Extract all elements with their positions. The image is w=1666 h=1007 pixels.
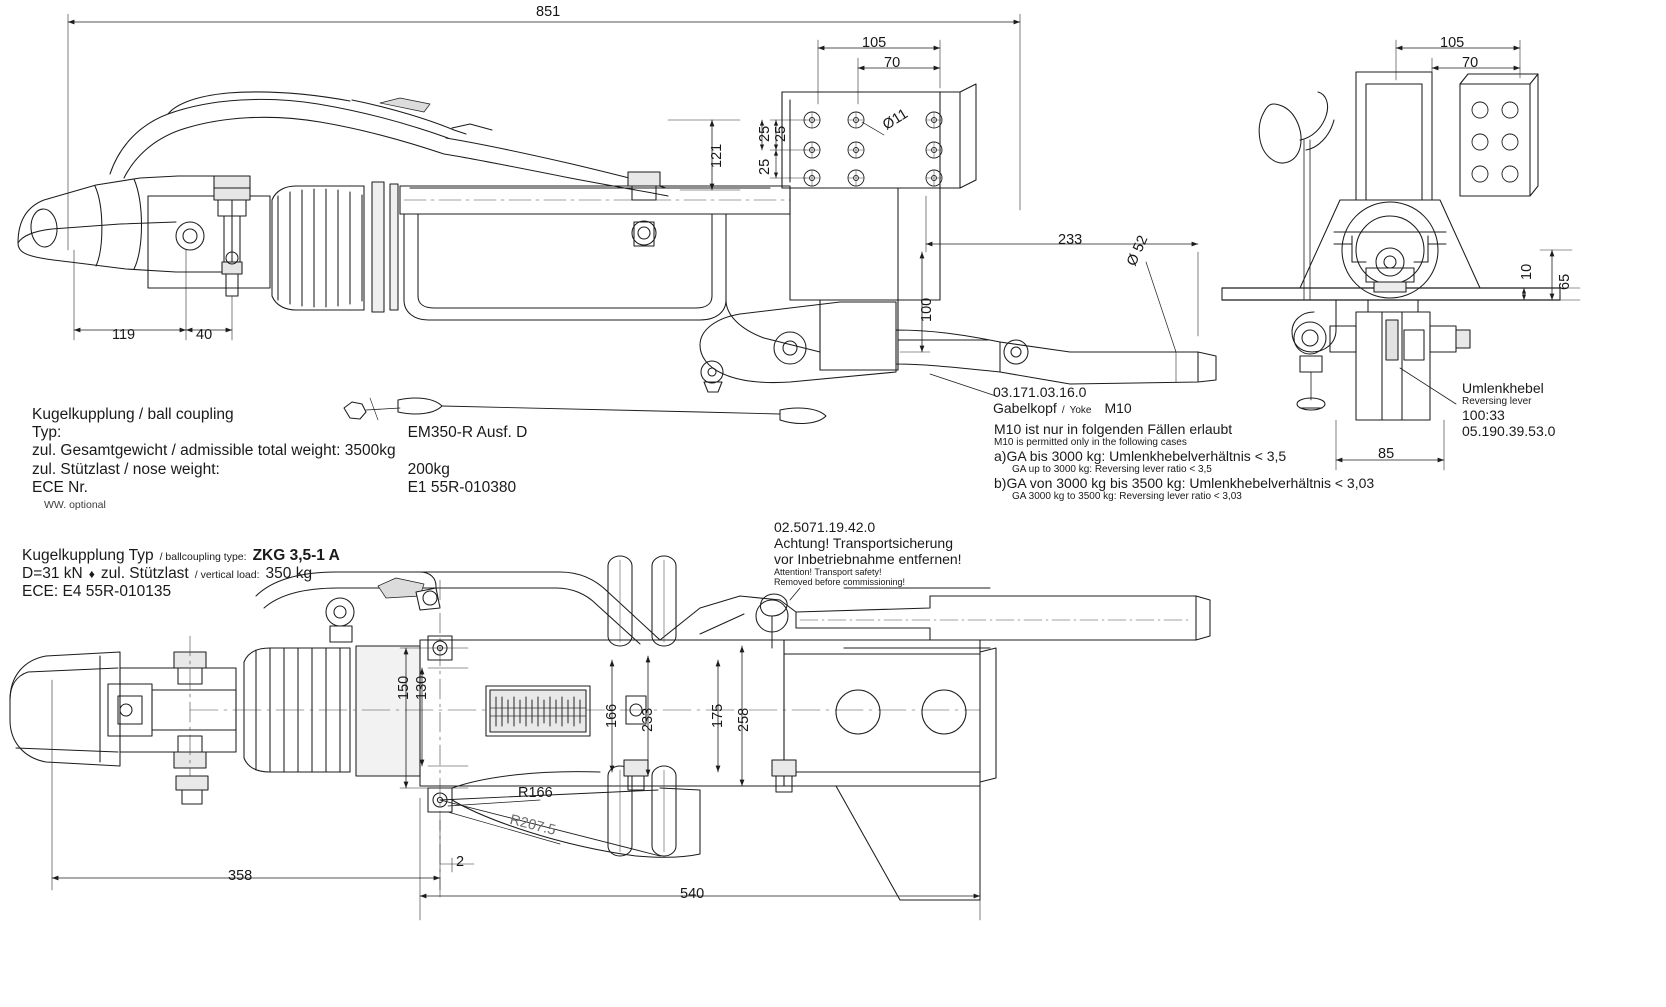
dim-105-top: 105	[862, 35, 887, 51]
spec-bottom-type-value: ZKG 3,5-1 A	[252, 547, 340, 564]
dim-105-front: 105	[1440, 35, 1465, 51]
dim-150: 150	[396, 675, 412, 700]
spec-bottom-diamond: ♦	[88, 567, 95, 581]
reversing-lever-part-number: 05.190.39.53.0	[1462, 423, 1556, 439]
dim-25-c: 25	[757, 158, 773, 175]
m10-case-b-de: b)GA von 3000 kg bis 3500 kg: Umlenkhebe…	[994, 475, 1375, 491]
m10-heading-en: M10 is permitted only in the following c…	[994, 437, 1187, 448]
spec-bottom-type-mid: / ballcoupling type:	[159, 551, 247, 563]
spec-block-bottom: Kugelkupplung Typ / ballcoupling type: Z…	[22, 547, 340, 601]
dim-119: 119	[112, 327, 136, 343]
spec-bottom-vertical-load-mid: / vertical load:	[194, 569, 260, 581]
m10-case-a-en: GA up to 3000 kg: Reversing lever ratio …	[1012, 464, 1212, 475]
dim-65: 65	[1557, 273, 1573, 290]
dim-130: 130	[414, 675, 430, 700]
spec-value-typ: EM350-R Ausf. D	[407, 424, 528, 441]
spec-row: zul. Gesamtgewicht / admissible total we…	[32, 442, 527, 460]
transport-line2-de: vor Inbetriebnahme entfernen!	[774, 551, 962, 567]
reversing-lever-name-en: Reversing lever	[1462, 396, 1532, 407]
dim-100: 100	[919, 297, 935, 322]
dim-10: 10	[1519, 263, 1535, 280]
transport-safety-note: 02.5071.19.42.0 Achtung! Transportsicher…	[774, 519, 962, 587]
dim-40: 40	[196, 327, 213, 343]
spec-value-nose-weight: 200kg	[407, 460, 450, 478]
transport-line2-en: Removed before commissioning!	[774, 577, 906, 587]
reversing-lever-name-de: Umlenkhebel	[1462, 380, 1544, 396]
yoke-name-en: Yoke	[1069, 405, 1092, 416]
dim-25-b: 25	[773, 125, 789, 142]
spec-bottom-vertical-load-value: 350 kg	[265, 565, 313, 582]
spec-label-nose-weight: zul. Stützlast / nose weight:	[32, 460, 220, 478]
yoke-note: 03.171.03.16.0 Gabelkopf / Yoke M10	[993, 384, 1132, 416]
m10-heading-de: M10 ist nur in folgenden Fällen erlaubt	[994, 421, 1233, 437]
spec-bottom-vertical-load-label: zul. Stützlast	[100, 565, 189, 582]
yoke-separator: /	[1061, 405, 1065, 416]
spec-label-total-weight: zul. Gesamtgewicht / admissible total we…	[32, 442, 396, 460]
spec-row: zul. Stützlast / nose weight: 200kg	[32, 461, 527, 479]
dim-85: 85	[1378, 446, 1395, 462]
spec-bottom-line1: Kugelkupplung Typ / ballcoupling type: Z…	[22, 547, 340, 565]
spec-block-top-table: Typ: EM350-R Ausf. D zul. Gesamtgewicht …	[32, 424, 527, 497]
spec-bottom-ece: ECE: E4 55R-010135	[22, 583, 172, 600]
dim-358: 358	[228, 868, 253, 884]
spec-bottom-type-prefix: Kugelkupplung Typ	[22, 547, 154, 564]
dim-r207-5: R207.5	[508, 812, 558, 839]
dim-121: 121	[709, 143, 725, 168]
dim-258: 258	[736, 707, 752, 732]
dim-233-top: 233	[1058, 232, 1083, 248]
dim-overall-851: 851	[536, 4, 561, 20]
spec-row: Typ: EM350-R Ausf. D	[32, 424, 527, 442]
dim-diameter-52: Ø 52	[1124, 233, 1152, 269]
transport-part-number: 02.5071.19.42.0	[774, 519, 876, 535]
spec-block-top-heading: Kugelkupplung / ball coupling	[32, 406, 234, 423]
dim-70-front: 70	[1462, 55, 1479, 71]
spec-block-top-footnote: WW. optional	[44, 499, 106, 512]
dim-540: 540	[680, 886, 705, 902]
yoke-part-number: 03.171.03.16.0	[993, 384, 1087, 400]
yoke-name-row: Gabelkopf / Yoke M10	[993, 400, 1132, 416]
dim-175: 175	[710, 703, 726, 728]
transport-line1-de: Achtung! Transportsicherung	[774, 535, 953, 551]
spec-block-top: Kugelkupplung / ball coupling Typ: EM350…	[32, 406, 527, 511]
dim-25-a: 25	[757, 125, 773, 142]
dim-2: 2	[456, 854, 465, 870]
spec-value-ece: E1 55R-010380	[407, 478, 517, 496]
m10-note: M10 ist nur in folgenden Fällen erlaubt …	[994, 421, 1374, 502]
yoke-name-de: Gabelkopf	[993, 400, 1057, 416]
transport-line1-en: Attention! Transport safety!	[774, 567, 882, 577]
m10-case-b-en: GA 3000 kg to 3500 kg: Reversing lever r…	[1012, 491, 1242, 502]
spec-label-ece: ECE Nr.	[32, 478, 88, 496]
spec-row: ECE Nr. E1 55R-010380	[32, 479, 527, 497]
dim-233-bottom: 233	[640, 707, 656, 732]
spec-label-typ: Typ:	[32, 424, 62, 441]
reversing-lever-note: Umlenkhebel Reversing lever 100:33 05.19…	[1462, 380, 1555, 439]
spec-bottom-d-value: D=31 kN	[22, 565, 83, 582]
spec-value-total-weight	[396, 442, 528, 460]
dim-r166: R166	[518, 785, 553, 801]
reversing-lever-ratio: 100:33	[1462, 407, 1505, 423]
spec-bottom-line2: D=31 kN ♦ zul. Stützlast / vertical load…	[22, 565, 340, 583]
yoke-thread: M10	[1104, 400, 1132, 416]
dim-hole-diameter-11: Ø11	[880, 106, 911, 134]
dim-166: 166	[604, 703, 620, 728]
m10-case-a-de: a)GA bis 3000 kg: Umlenkhebelverhältnis …	[994, 448, 1287, 464]
dim-70-top: 70	[884, 55, 901, 71]
